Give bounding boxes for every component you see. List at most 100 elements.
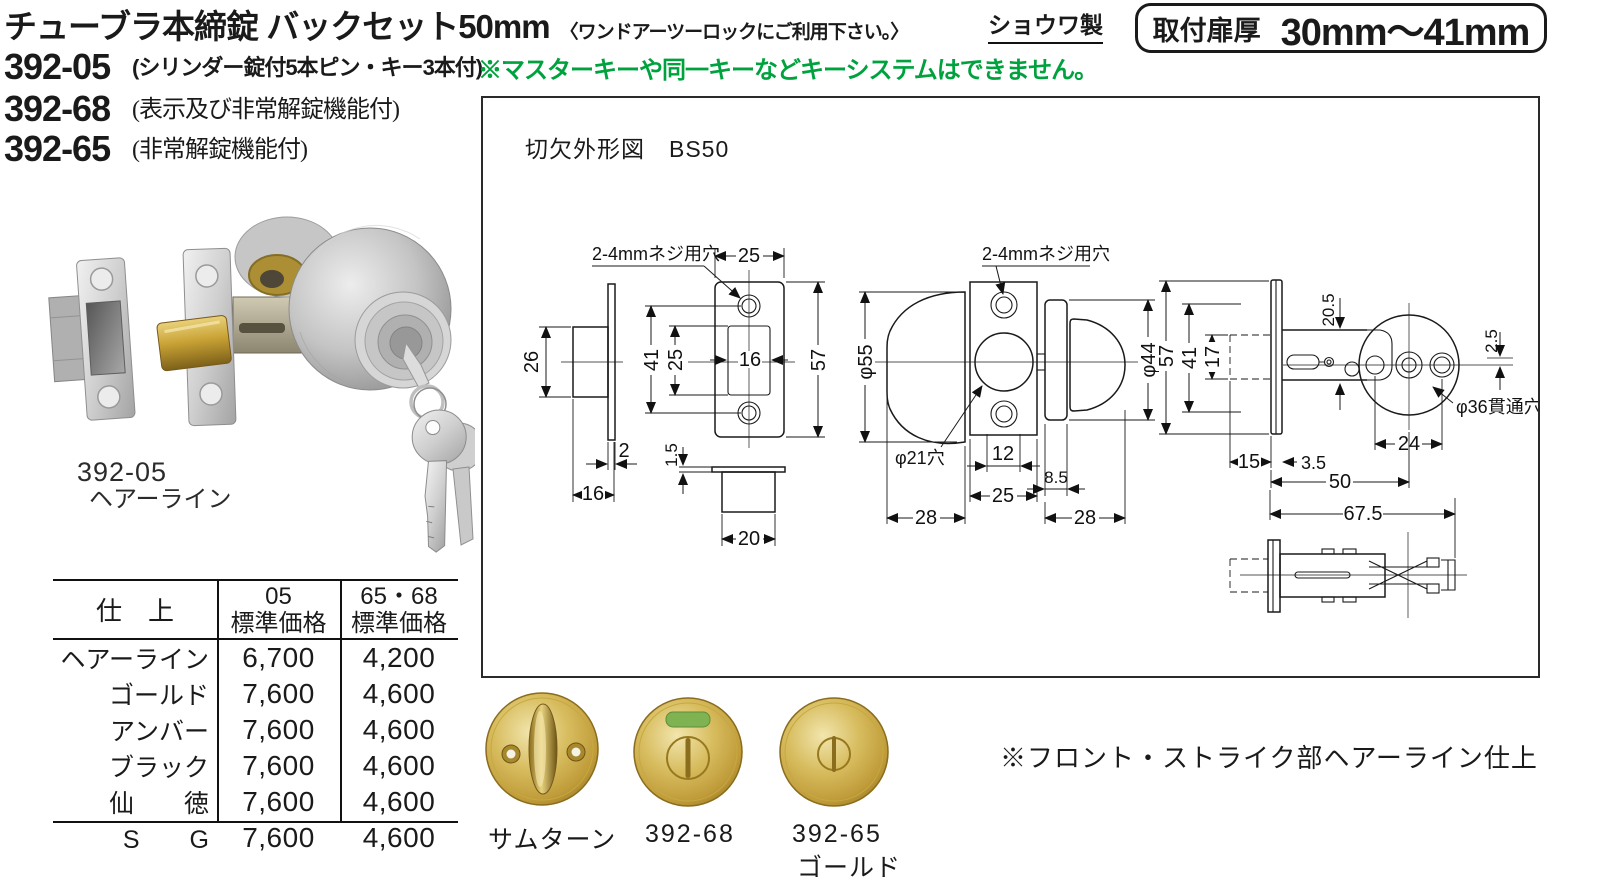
thumbturn-label: サムターン: [488, 820, 616, 856]
dim-label: 15: [1238, 451, 1260, 473]
dim-label: 41: [1179, 347, 1201, 369]
price-05: 6,700: [217, 642, 340, 674]
dim-label: 25: [992, 485, 1014, 507]
door-thickness-label: 取付扉厚: [1153, 9, 1261, 48]
price-05: 7,600: [217, 822, 340, 854]
dim-label: 25: [665, 349, 687, 371]
screw-hole-label: 2-4mmネジ用穴: [592, 244, 720, 264]
table-row: ブラック 7,600 4,600: [53, 748, 458, 784]
dim-label: 20: [738, 528, 760, 550]
table-row: S G 7,600 4,600: [53, 820, 458, 856]
dim-label: 16: [739, 349, 761, 371]
dust-box-view: 1.5 20: [662, 443, 785, 550]
dim-label: 25: [738, 245, 760, 267]
finish-note: ※フロント・ストライク部ヘアーライン仕上: [1000, 738, 1538, 775]
dim-label: 57: [1156, 345, 1178, 367]
drawing-box: 切欠外形図 BS50 26 2 16: [481, 96, 1540, 678]
photo-caption-code: 392-05: [77, 458, 232, 486]
screw-hole-label: 2-4mmネジ用穴: [982, 244, 1110, 264]
price-05: 7,600: [217, 750, 340, 782]
dim-label: 28: [1074, 507, 1096, 529]
dim-label: 2: [618, 440, 629, 462]
deadbolt-photo: [156, 315, 231, 371]
model-code: 392-68: [4, 88, 132, 130]
keysystem-warning: ※マスターキーや同一キーなどキーシステムはできません。: [478, 50, 1097, 85]
model-row-392-65: 392-65(非常解錠機能付): [4, 128, 307, 170]
latch-unit-view: 67.5: [1230, 490, 1467, 618]
turn-392-68-label: 392-68: [645, 820, 735, 849]
finish-name: アンバー: [53, 712, 217, 748]
table-row: 仙 徳 7,600 4,600: [53, 784, 458, 820]
turn-392-65-label: 392-65: [792, 820, 882, 849]
dim-label: 50: [1329, 471, 1351, 493]
product-photo: [25, 197, 475, 577]
dim-label: 26: [521, 351, 543, 373]
photo-caption-finish: ヘアーライン: [89, 486, 232, 514]
dim-label: 2.5: [1482, 329, 1501, 353]
model-row-392-68: 392-68(表示及び非常解錠機能付): [4, 88, 399, 130]
lock-side-view: φ55 2-4mmネジ用穴 φ21穴 12 25 8.5 28: [855, 244, 1160, 529]
dim-label: 57: [808, 349, 830, 371]
keys-photo: [404, 386, 475, 554]
page-title: チューブラ本締錠 バックセット50mm 〈ワンドアーツーロックにご利用下さい。〉: [4, 0, 908, 48]
price-6568: 4,200: [340, 642, 458, 674]
technical-drawing: 26 2 16 25 57 41 25: [483, 98, 1538, 676]
price-6568: 4,600: [340, 678, 458, 710]
door-edge-view: 57 41 17: [1156, 280, 1538, 493]
model-desc: (シリンダー錠付5本ピン・キー3本付): [132, 55, 482, 80]
dim-label: 16: [582, 483, 604, 505]
table-header-row: 仕 上 05 標準価格 65・68 標準価格: [53, 581, 458, 640]
table-divider: [217, 581, 219, 821]
price-table: 仕 上 05 標準価格 65・68 標準価格 ヘアーライン 6,700 4,20…: [53, 579, 458, 823]
finish-name: S G: [53, 820, 217, 856]
price-6568: 4,600: [340, 750, 458, 782]
price-6568: 4,600: [340, 714, 458, 746]
door-thickness-box: 取付扉厚 30mm〜41mm: [1135, 3, 1547, 53]
price-05: 7,600: [217, 678, 340, 710]
finish-name: ブラック: [53, 748, 217, 784]
title-note: 〈ワンドアーツーロックにご利用下さい。〉: [560, 22, 909, 43]
finish-name: 仙 徳: [53, 784, 217, 820]
table-row: ヘアーライン 6,700 4,200: [53, 640, 458, 676]
col-header-6568: 65・68 標準価格: [340, 581, 458, 638]
finish-name: ヘアーライン: [53, 640, 217, 676]
model-code: 392-65: [4, 128, 132, 170]
finish-name: ゴールド: [53, 676, 217, 712]
price-05: 7,600: [217, 714, 340, 746]
col-header-finish: 仕 上: [53, 581, 217, 638]
table-divider: [340, 581, 342, 821]
dim-label: 28: [915, 507, 937, 529]
release-turn-photo: [780, 698, 888, 806]
photo-caption: 392-05 ヘアーライン: [77, 458, 232, 514]
model-desc: (非常解錠機能付): [132, 137, 307, 163]
maker-label: ショウワ製: [988, 6, 1103, 44]
product-title: チューブラ本締錠 バックセット50mm: [4, 8, 550, 45]
thumbturn-photos: [470, 688, 910, 820]
hole36-label: φ36貫通穴: [1456, 397, 1538, 417]
strike-plate-photo: [46, 258, 135, 423]
price-6568: 4,600: [340, 822, 458, 854]
col-header-05: 05 標準価格: [217, 581, 340, 638]
dim-label: 1.5: [662, 443, 681, 467]
dim-label: 20.5: [1319, 293, 1338, 326]
model-code: 392-05: [4, 46, 132, 88]
dim-label: φ55: [855, 344, 877, 379]
indicator-turn-photo: [634, 698, 742, 806]
table-row: アンバー 7,600 4,600: [53, 712, 458, 748]
turn-392-65-sublabel: ゴールド: [797, 848, 901, 884]
door-thickness-value: 30mm〜41mm: [1281, 1, 1530, 56]
dim-label: 41: [641, 349, 663, 371]
dim-label: 12: [992, 443, 1014, 465]
dim-label: 3.5: [1301, 453, 1326, 473]
strike-side-view: 26 2 16: [521, 284, 637, 505]
table-row: ゴールド 7,600 4,600: [53, 676, 458, 712]
price-6568: 4,600: [340, 786, 458, 818]
model-row-392-05: 392-05(シリンダー錠付5本ピン・キー3本付): [4, 46, 482, 88]
dim-label: 67.5: [1344, 503, 1383, 525]
dim-label: 8.5: [1044, 468, 1068, 487]
price-05: 7,600: [217, 786, 340, 818]
strike-front-view: 25 57 41 25 16 2-4mmネジ用穴: [592, 244, 830, 448]
thumbturn-photo: [486, 693, 598, 805]
hole21-label: φ21穴: [895, 448, 945, 468]
